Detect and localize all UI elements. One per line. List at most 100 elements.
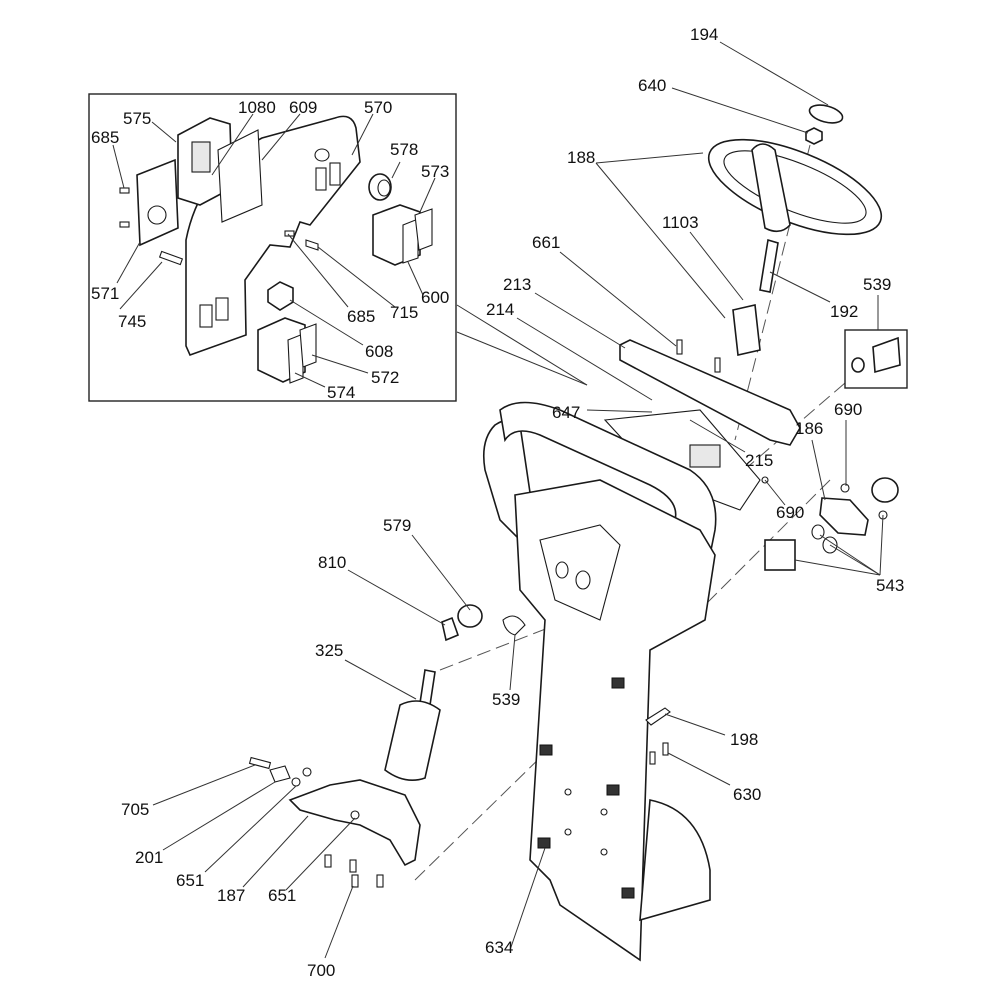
leader-line [351, 113, 374, 156]
leader-line [667, 752, 731, 786]
callout-647: 647 [552, 403, 580, 422]
leader-line [595, 152, 704, 164]
callout-571: 571 [91, 284, 119, 303]
rocker-button [299, 323, 317, 368]
screw [324, 854, 332, 868]
callout-715: 715 [390, 303, 418, 322]
panel-cutout [199, 304, 213, 328]
leader-line [595, 162, 726, 319]
leader-line [764, 479, 786, 506]
leader-line [344, 659, 417, 700]
callout-651: 651 [268, 886, 296, 905]
relay-block [764, 539, 796, 571]
display-connector [191, 141, 211, 173]
leader-line [516, 317, 653, 401]
dashboard-cover [619, 339, 801, 446]
leader-line [311, 354, 369, 374]
screw [649, 751, 656, 765]
leader-line [116, 241, 141, 284]
leader-line [391, 161, 401, 179]
leader-line [509, 634, 516, 691]
rocker-button [402, 218, 419, 264]
steering-wheel-hub [751, 143, 791, 233]
main-assembly: 194 640 188 1103 661 539 213 192 214 647… [121, 25, 908, 980]
callout-810: 810 [318, 553, 346, 572]
housing-hole [575, 570, 591, 590]
screw [376, 874, 384, 888]
key-switch [457, 604, 483, 628]
callout-745: 745 [118, 312, 146, 331]
bolt [248, 756, 272, 770]
leader-line [769, 271, 831, 303]
leader-line [879, 514, 884, 576]
housing-hole [564, 788, 572, 796]
steering-nut [805, 127, 823, 145]
leader-line [419, 177, 436, 213]
callout-685: 685 [91, 128, 119, 147]
overlay-bracket [217, 129, 263, 223]
leader-line [242, 815, 309, 888]
panel-cutout [215, 297, 229, 321]
power-socket [872, 336, 901, 374]
screw [840, 483, 850, 493]
leader-line [151, 121, 177, 143]
assembly-line [689, 479, 831, 621]
callout-574: 574 [327, 383, 355, 402]
leader-line [261, 113, 301, 161]
leader-line [347, 569, 446, 626]
callout-539: 539 [492, 690, 520, 709]
wheel-cap [808, 104, 844, 124]
callout-198: 198 [730, 730, 758, 749]
leader-line [586, 409, 653, 413]
callout-187: 187 [217, 886, 245, 905]
washer [291, 777, 301, 787]
panel-hole [314, 148, 330, 162]
callout-325: 325 [315, 641, 343, 660]
leader-line [317, 246, 396, 308]
callout-186: 186 [795, 419, 823, 438]
rocker-button [287, 333, 304, 384]
leader-line [811, 439, 826, 501]
leader-line [294, 372, 326, 388]
leader-line [407, 261, 424, 296]
switch-clip [502, 615, 526, 636]
callout-215: 215 [745, 451, 773, 470]
screw [349, 859, 357, 873]
leader-line [324, 885, 354, 959]
housing-hole [555, 561, 569, 579]
callout-690: 690 [834, 400, 862, 419]
nut [302, 767, 312, 777]
callout-188: 188 [567, 148, 595, 167]
housing-base [639, 799, 711, 922]
pin [158, 250, 184, 266]
callout-690: 690 [776, 503, 804, 522]
clamp [269, 765, 291, 783]
callout-543: 543 [876, 576, 904, 595]
callout-630: 630 [733, 785, 761, 804]
leader-line [112, 144, 125, 189]
callout-651: 651 [176, 871, 204, 890]
circuit-board [136, 158, 179, 247]
callout-1103: 1103 [662, 213, 699, 232]
callout-194: 194 [690, 25, 718, 44]
callout-214: 214 [486, 300, 514, 319]
panel-cutout [329, 162, 341, 186]
control-module [689, 444, 721, 468]
leader-line [509, 847, 546, 951]
callout-575: 575 [123, 109, 151, 128]
round-connector-ring [377, 179, 391, 197]
mount-clip [606, 784, 620, 796]
callout-192: 192 [830, 302, 858, 321]
mount-clip [611, 677, 625, 689]
mount-clip [537, 837, 551, 849]
callout-608: 608 [365, 342, 393, 361]
switch-plate [819, 497, 869, 536]
steering-unit [384, 700, 441, 781]
mounting-bracket [288, 779, 421, 867]
callout-578: 578 [390, 140, 418, 159]
inset-pointer-line [456, 331, 588, 386]
leader-line [559, 251, 677, 347]
housing-hole [600, 808, 608, 816]
housing-hole [564, 828, 572, 836]
leader-line [664, 713, 726, 736]
